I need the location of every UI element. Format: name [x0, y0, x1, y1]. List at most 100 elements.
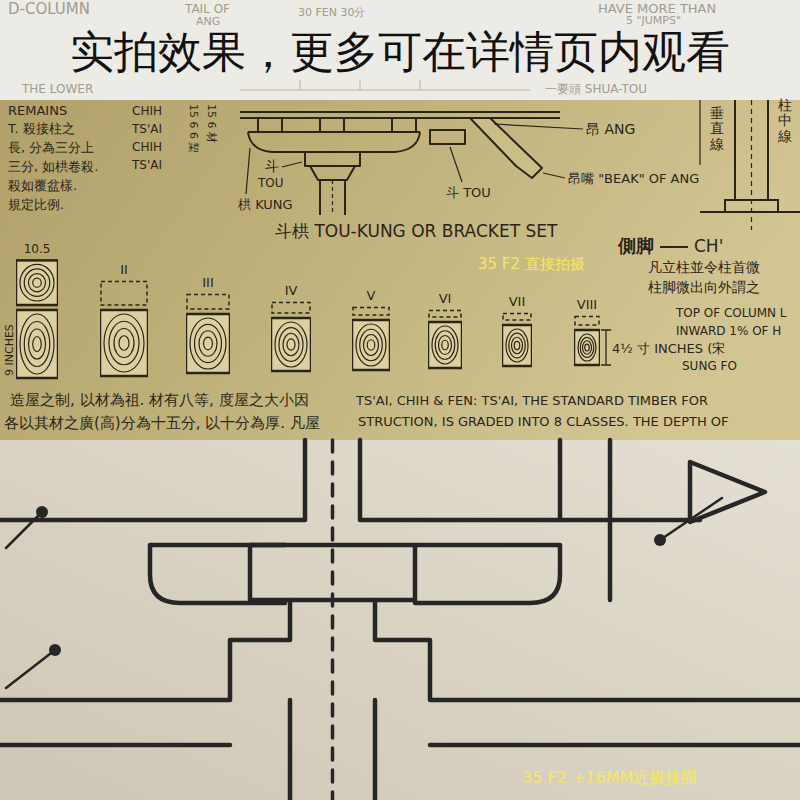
annotation: 造屋之制, 以材為祖. 材有八等, 度屋之大小因 [10, 391, 309, 409]
timber-box [16, 260, 58, 305]
dimension-line [601, 330, 611, 365]
annotation: REMAINS [8, 103, 67, 119]
ink-line [360, 440, 700, 520]
annotation: SUNG FO [682, 359, 737, 373]
annotation: TAIL OF [185, 2, 230, 16]
dashed-square [187, 295, 229, 309]
annotation: CH' [694, 236, 723, 256]
timber-box [428, 322, 462, 368]
photo-macro [0, 440, 800, 800]
annotation: ANG [196, 15, 220, 28]
annotation: 垂直線 [710, 106, 724, 152]
growth-ring [29, 329, 46, 359]
annotation: 長, 分為三分上 [8, 140, 94, 156]
dou-block [430, 130, 465, 144]
faint-line [240, 89, 530, 91]
timber-box [100, 310, 148, 376]
annotation: 15 6 材 [205, 104, 218, 143]
leader-line [6, 498, 722, 688]
annotation: 各以其材之廣(高)分為十五分, 以十分為厚. 凡屋 [4, 414, 320, 432]
timber-section: VI [428, 291, 462, 370]
growth-ring [24, 322, 50, 367]
annotation: 30 FEN 30分 [298, 6, 366, 19]
growth-ring [356, 324, 386, 366]
growth-ring [109, 321, 139, 365]
growth-ring [104, 314, 144, 372]
photo-caption: 35 F2 +16MM近摄接圈 [522, 768, 697, 787]
growth-ring [287, 339, 295, 350]
growth-ring [439, 336, 452, 355]
base-line [700, 211, 800, 213]
timber-box [502, 325, 532, 366]
growth-ring [204, 337, 213, 350]
dou-block [305, 152, 360, 166]
growth-ring [279, 328, 303, 362]
growth-ring [583, 341, 592, 355]
dou-block [392, 118, 416, 132]
annotation: 9 INCHES [3, 324, 16, 376]
timber-section: IV [271, 283, 311, 373]
dash [660, 246, 688, 248]
annotation: 柱脚微出向外謂之 [648, 279, 760, 296]
growth-ring [283, 333, 299, 356]
photo-close [0, 100, 800, 440]
dimension-lines [601, 330, 611, 365]
dashed-square [353, 308, 389, 315]
ang-tip [690, 462, 765, 522]
leader-line [246, 148, 250, 194]
timber-box [574, 330, 600, 365]
growth-ring [20, 314, 54, 374]
leader-dot [49, 644, 61, 656]
ink-line [0, 600, 290, 700]
growth-ring [506, 329, 528, 362]
annotation: 昂 ANG [586, 121, 635, 138]
photo-caption: 35 F2 直接拍摄 [478, 255, 585, 273]
growth-ring [435, 331, 455, 360]
dou-block [258, 118, 282, 132]
growth-ring [360, 329, 383, 361]
growth-ring [24, 269, 50, 296]
growth-ring [33, 337, 42, 352]
overlay-title: 实拍效果，更多可在详情页内观看 [0, 28, 800, 76]
cup-left [150, 545, 285, 603]
timber-drawing [16, 242, 58, 380]
growth-ring [190, 318, 226, 369]
growth-ring [119, 336, 129, 351]
dashed-square [101, 282, 147, 305]
annotation: 一要頭 SHUA-TOU [545, 82, 647, 96]
growth-ring [195, 324, 222, 362]
annotation: 5 "JUMPS" [626, 14, 681, 27]
center-line [331, 440, 335, 800]
annotation: TS'AI [132, 122, 162, 136]
annotation: 側脚 [618, 235, 654, 257]
annotation: 殺如覆盆樣. [8, 178, 77, 194]
growth-ring [199, 331, 217, 357]
class-numeral: VII [502, 294, 532, 310]
growth-ring [578, 334, 596, 361]
center-line [332, 180, 333, 215]
growth-ring [364, 335, 379, 356]
cup-right [415, 545, 560, 603]
annotation: 15 6 6 栔 [187, 104, 200, 153]
ink-line [0, 440, 305, 520]
class-numeral: V [352, 288, 390, 304]
annotation: CHIH [132, 140, 162, 154]
annotation: 三分, 如栱卷殺. [8, 159, 98, 175]
timber-section: V [352, 288, 390, 372]
annotation: TS'AI [132, 158, 162, 172]
annotation: 栱 KUNG [238, 197, 293, 213]
column-stub [320, 180, 345, 215]
annotation: TS'AI, CHIH & FEN: TS'AI, THE STANDARD T… [356, 393, 708, 409]
growth-ring [29, 274, 46, 292]
leader-line [282, 162, 302, 167]
annotation: 凡立柱並令柱首微 [648, 259, 760, 276]
timber-drawing [100, 262, 148, 378]
timber-box [186, 314, 230, 373]
timber-box [352, 320, 390, 370]
kung-arm [248, 132, 420, 152]
leader-dot [36, 506, 48, 518]
drawing-title: 斗栱 TOU-KUNG OR BRACKET SET [275, 221, 557, 241]
class-numeral: II [100, 262, 148, 278]
timber-box [16, 310, 58, 378]
